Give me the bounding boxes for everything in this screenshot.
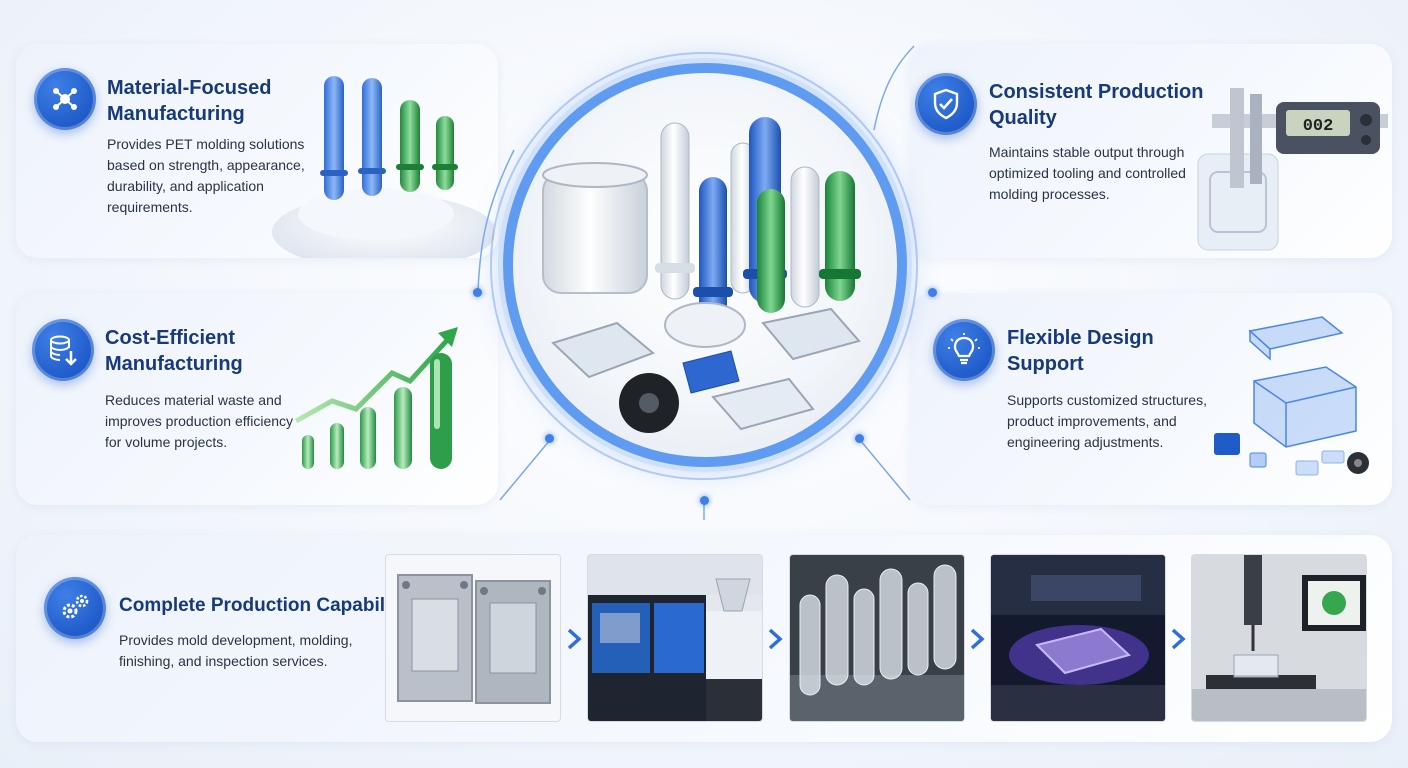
connector-dot	[928, 288, 937, 297]
injection-machine-photo	[587, 554, 763, 722]
shield-check-icon	[915, 73, 977, 135]
card-description: Reduces material waste and improves prod…	[105, 392, 294, 450]
quality-card: Consistent Production Quality Maintains …	[910, 44, 1392, 258]
connector-dot	[473, 288, 482, 297]
caliper-illustration: 002	[1197, 88, 1388, 251]
connector-dot	[545, 434, 554, 443]
card-description: Supports customized structures, product …	[1007, 392, 1207, 450]
connector-lines	[477, 45, 915, 520]
center-outer-ring	[490, 52, 918, 480]
material-card: Material-Focused Manufacturing Provides …	[16, 44, 498, 258]
cost-card: Cost-Efficient Manufacturing Reduces mat…	[16, 293, 498, 505]
card-title: Cost-Efficient Manufacturing	[105, 327, 243, 375]
card-title: Consistent Production Quality	[989, 81, 1204, 129]
inspection-photo	[1191, 554, 1367, 722]
product-showcase-circle	[503, 63, 907, 467]
exploded-parts-illustration	[1214, 316, 1369, 476]
molecule-icon	[34, 68, 96, 130]
connector-dot	[700, 496, 709, 505]
chevron-right-icon	[768, 628, 783, 650]
chevron-right-icon	[1171, 628, 1186, 650]
database-down-icon	[32, 319, 94, 381]
mold-photo	[385, 554, 561, 722]
lightbulb-icon	[933, 319, 995, 381]
caliper-reading: 002	[1303, 117, 1334, 136]
uv-treatment-photo	[990, 554, 1166, 722]
card-description: Provides mold development, molding, fini…	[119, 632, 353, 669]
card-title: Flexible Design Support	[1007, 327, 1154, 375]
products-illustration	[542, 117, 861, 433]
pet-pellets-illustration	[272, 76, 494, 258]
card-title: Material-Focused Manufacturing	[107, 77, 272, 125]
card-description: Maintains stable output through optimize…	[989, 144, 1186, 202]
chevron-right-icon	[567, 628, 582, 650]
gears-icon	[44, 577, 106, 639]
chevron-right-icon	[970, 628, 985, 650]
growth-chart-illustration	[294, 327, 458, 469]
design-card: Flexible Design Support Supports customi…	[910, 293, 1392, 505]
card-description: Provides PET molding solutions based on …	[107, 136, 305, 215]
preforms-photo	[789, 554, 965, 722]
card-title: Complete Production Capability	[119, 595, 408, 616]
connector-dot	[855, 434, 864, 443]
